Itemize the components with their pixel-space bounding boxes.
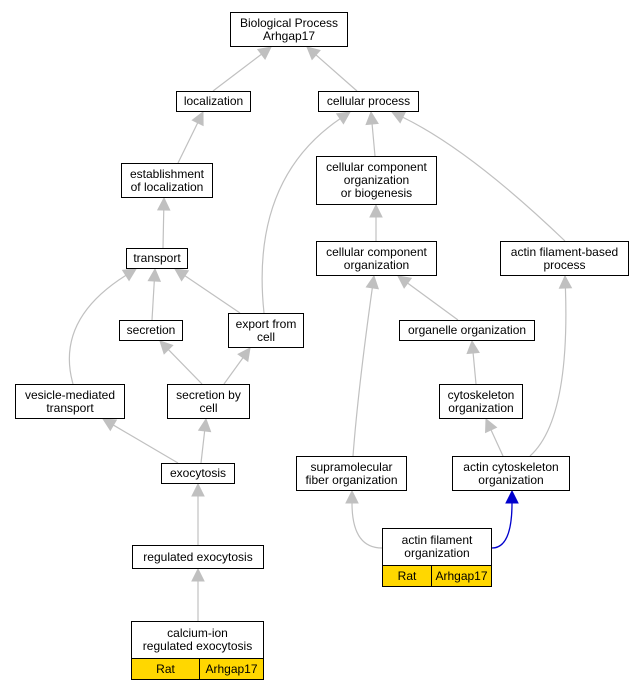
edge-export-to-transport: [174, 268, 241, 314]
edge-line: [212, 53, 262, 92]
edge-line: [200, 430, 206, 464]
annotation-row: Rat Arhgap17: [383, 565, 491, 586]
arrow-head: [191, 482, 205, 497]
term-node-bp[interactable]: Biological Process Arhgap17: [230, 12, 348, 47]
edge-secbycell-to-secretion: [159, 340, 203, 385]
species-cell: Rat: [397, 568, 417, 583]
edge-loc-to-bp: [212, 46, 272, 92]
arrow-head: [174, 268, 190, 282]
edge-line: [167, 349, 203, 385]
term-node-afbp[interactable]: actin filament-based process: [500, 241, 629, 276]
edge-line: [315, 54, 358, 92]
term-node-secbycell[interactable]: secretion by cell: [167, 384, 250, 419]
term-node-cytoorg[interactable]: cytoskeleton organization: [439, 384, 523, 419]
arrow-head: [156, 196, 171, 211]
arrow-head: [121, 268, 137, 282]
arrow-head: [466, 339, 480, 355]
term-label: actin filament organization: [401, 533, 473, 560]
edge-line: [371, 123, 376, 157]
term-node-cp[interactable]: cellular process: [318, 91, 419, 112]
arrow-head: [335, 111, 351, 125]
arrow-head: [485, 417, 498, 434]
edge-line: [184, 275, 241, 314]
edge-aco-to-afbp: [529, 274, 573, 457]
edge-line: [177, 122, 199, 164]
edge-line: [491, 502, 513, 549]
edge-cytoorg-to-orgorg: [466, 339, 480, 385]
edge-export-to-cp: [261, 111, 351, 314]
term-node-export[interactable]: export from cell: [228, 313, 304, 348]
arrow-head: [365, 274, 380, 290]
term-node-estloc[interactable]: establishment of localization: [121, 163, 213, 198]
edge-line: [68, 274, 127, 385]
edge-afo-to-sfo: [345, 489, 383, 549]
arrow-head: [558, 274, 573, 289]
term-node-orgorg[interactable]: organelle organization: [399, 320, 535, 341]
arrow-head: [197, 417, 212, 433]
arrow-head: [191, 110, 204, 127]
arrow-head: [505, 489, 519, 504]
edge-estloc-to-loc: [177, 110, 204, 164]
arrow-head: [237, 347, 251, 363]
edge-exocytosis-to-secbycell: [197, 417, 212, 464]
edge-secretion-to-transport: [147, 267, 162, 321]
arrow-head: [191, 567, 205, 582]
gene-cell: Arhgap17: [199, 659, 263, 679]
edge-line: [407, 282, 459, 321]
arrow-head: [147, 267, 162, 282]
arrow-head: [102, 418, 118, 432]
edge-line: [490, 429, 504, 457]
arrow-head: [369, 203, 383, 218]
term-label: calcium-ion regulated exocytosis: [142, 626, 253, 653]
term-node-aco[interactable]: actin cytoskeleton organization: [452, 456, 570, 491]
edge-ccob-to-cp: [365, 110, 379, 157]
edge-regexo-to-exocytosis: [191, 482, 205, 545]
edge-exocytosis-to-vmt: [102, 418, 179, 464]
edge-cco-to-ccob: [369, 203, 383, 241]
term-node-exocytosis[interactable]: exocytosis: [161, 463, 235, 484]
edge-line: [261, 118, 341, 314]
term-node-transport[interactable]: transport: [126, 248, 188, 269]
edge-line: [113, 424, 179, 464]
edge-afo-to-aco: [491, 489, 519, 549]
edge-line: [151, 280, 155, 321]
edge-line: [402, 116, 566, 242]
edge-orgorg-to-cco: [397, 275, 459, 321]
term-node-vmt[interactable]: vesicle-mediated transport: [15, 384, 125, 419]
edge-line: [529, 287, 567, 457]
edge-sfo-to-cco: [352, 274, 380, 457]
term-node-secretion[interactable]: secretion: [119, 320, 183, 341]
term-node-cco[interactable]: cellular component organization: [316, 241, 437, 276]
arrow-head: [256, 46, 272, 60]
edge-line: [472, 352, 477, 385]
arrow-head: [365, 110, 379, 126]
term-node-loc[interactable]: localization: [176, 91, 251, 112]
arrow-head: [397, 275, 413, 289]
annotation-row: Rat Arhgap17: [132, 658, 263, 679]
edge-cp-to-bp: [306, 46, 358, 92]
species-cell: Rat: [156, 661, 175, 676]
edge-line: [162, 209, 165, 249]
term-node-sfo[interactable]: supramolecular fiber organization: [296, 456, 407, 491]
edge-line: [352, 287, 373, 457]
term-node-regexo[interactable]: regulated exocytosis: [132, 545, 264, 569]
edge-secbycell-to-export: [223, 347, 251, 385]
arrow-head: [345, 489, 359, 504]
edge-transport-to-estloc: [156, 196, 171, 249]
edge-line: [223, 357, 244, 385]
arrow-head: [159, 340, 174, 355]
edge-line: [351, 502, 383, 549]
edge-ciregexo-to-regexo: [191, 567, 205, 621]
term-node-ccob[interactable]: cellular component organization or bioge…: [316, 156, 437, 205]
gene-cell: Arhgap17: [431, 566, 491, 586]
edge-aco-to-cytoorg: [485, 417, 504, 457]
edge-vmt-to-transport: [68, 268, 137, 385]
arrow-head: [306, 46, 321, 61]
